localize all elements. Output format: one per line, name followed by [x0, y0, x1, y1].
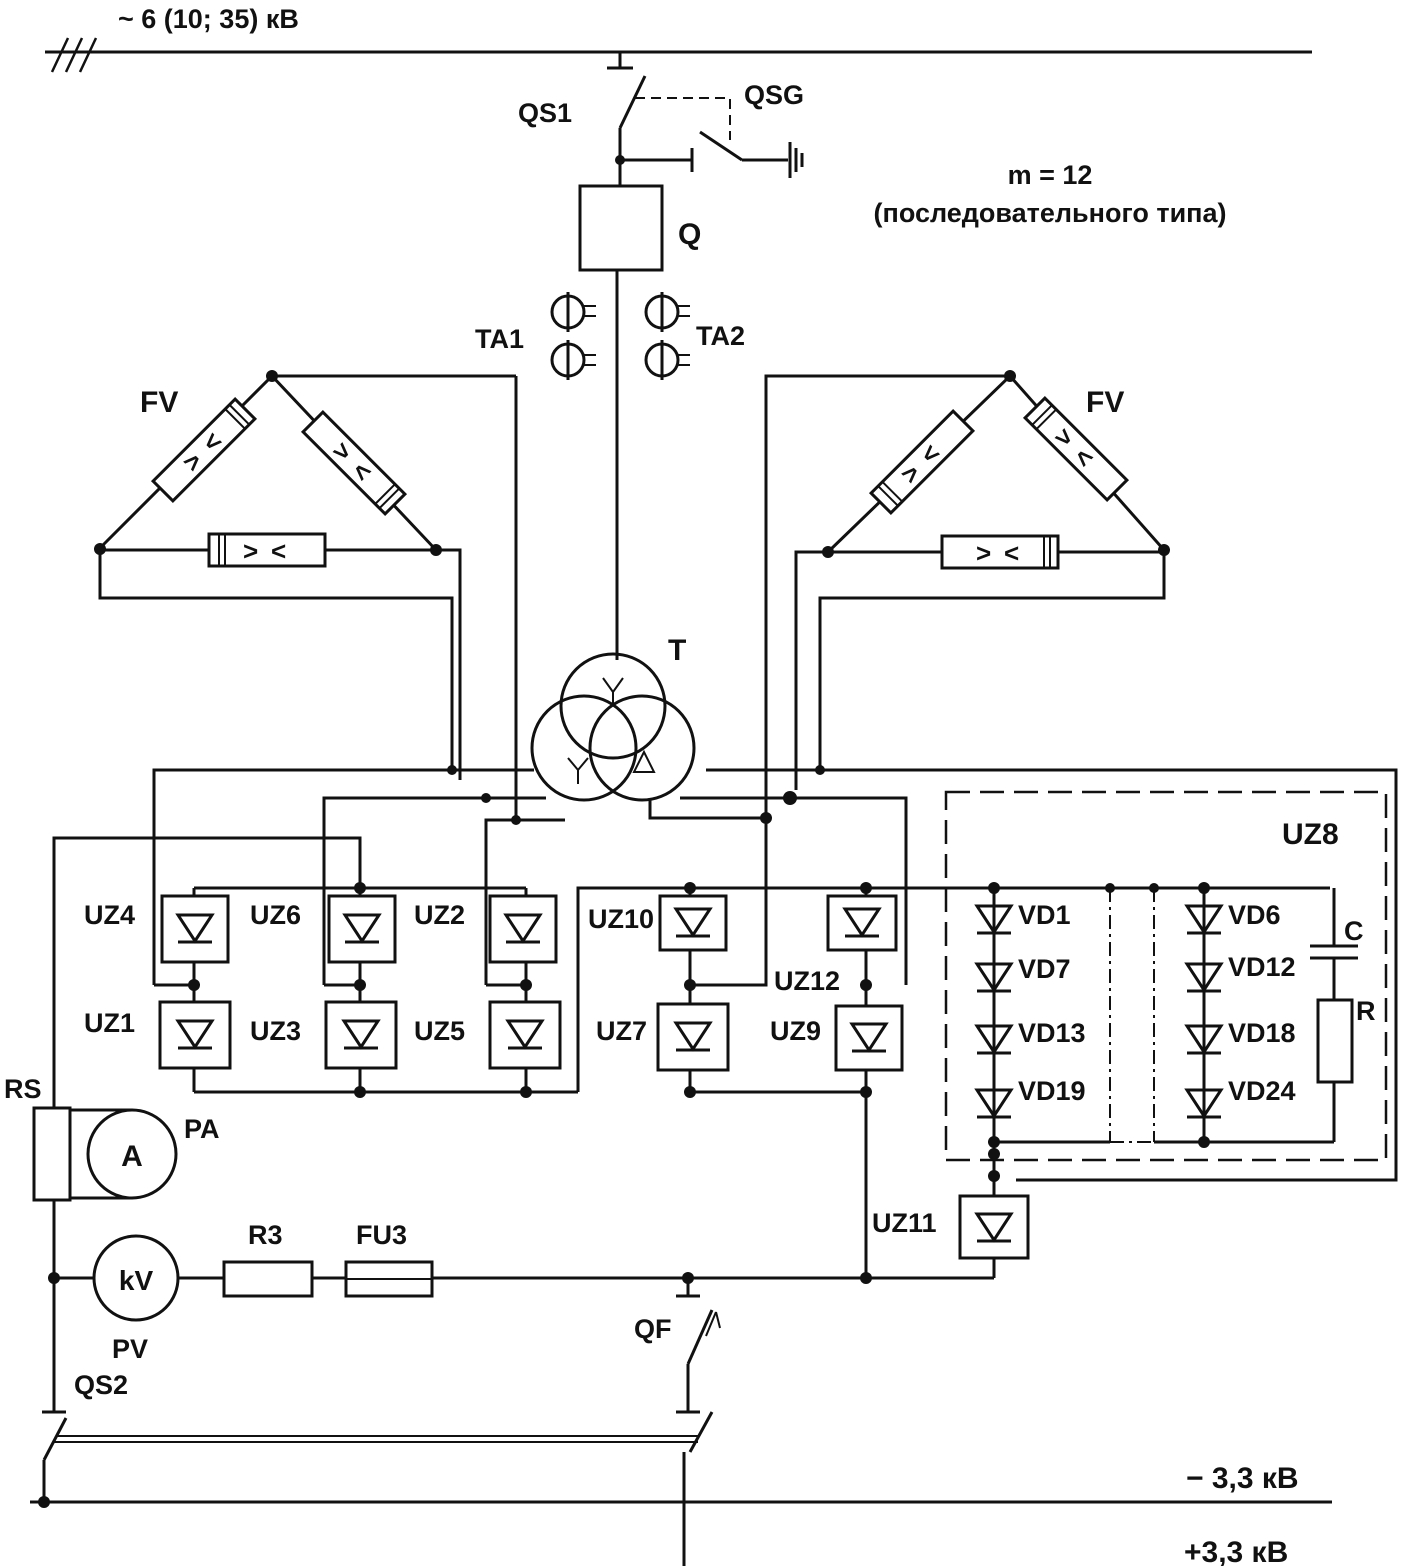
pa-label: PA — [184, 1114, 220, 1144]
secondary-leads — [152, 765, 1398, 1182]
uz3-label: UZ3 — [250, 1016, 301, 1046]
vd24-label: VD24 — [1228, 1076, 1296, 1106]
qsg-earthing-switch — [620, 97, 804, 178]
fv-right-label: FV — [1086, 386, 1124, 419]
uz11-rectifier — [958, 1142, 1030, 1278]
uz8-protection-block — [944, 790, 1388, 1162]
qs2-disconnector — [42, 1404, 714, 1566]
uz6-label: UZ6 — [250, 900, 301, 930]
qsg-label: QSG — [744, 80, 804, 110]
svg-text:>: > — [243, 536, 258, 566]
vd13-label: VD13 — [1018, 1018, 1086, 1048]
uz10-label: UZ10 — [588, 904, 654, 934]
uz11-label: UZ11 — [872, 1208, 937, 1238]
svg-text:<: < — [1004, 538, 1019, 568]
vd1-label: VD1 — [1018, 900, 1071, 930]
uz10-rectifier — [658, 894, 728, 952]
c-label: C — [1344, 916, 1364, 946]
uz6-rectifier — [327, 894, 397, 964]
pa-ammeter: A — [70, 1108, 178, 1200]
minus-bus-label: − 3,3 кВ — [1186, 1462, 1299, 1495]
ammeter-symbol: A — [121, 1140, 143, 1173]
uz7-rectifier — [656, 1002, 730, 1072]
uz9-label: UZ9 — [770, 1016, 821, 1046]
ac-supply-bus — [45, 37, 1312, 73]
vd7-label: VD7 — [1018, 954, 1071, 984]
ta2-label: TA2 — [696, 321, 745, 351]
uz8-label: UZ8 — [1282, 818, 1339, 851]
q-label: Q — [678, 218, 701, 251]
uz4-label: UZ4 — [84, 900, 135, 930]
rs-label: RS — [4, 1074, 42, 1104]
uz12-rectifier — [826, 894, 898, 952]
uz9-rectifier — [834, 1004, 904, 1072]
ta1-current-transformer — [550, 290, 596, 382]
vd19-label: VD19 — [1018, 1076, 1086, 1106]
ta1-label: TA1 — [475, 324, 524, 354]
dc-buses — [30, 1496, 1332, 1508]
uz5-rectifier — [488, 1000, 562, 1070]
pv-label: PV — [112, 1334, 148, 1364]
r3-label: R3 — [248, 1220, 283, 1250]
vd18-label: VD18 — [1228, 1018, 1296, 1048]
qf-label: QF — [634, 1314, 672, 1344]
connection-type-note: (последовательного типа) — [874, 198, 1227, 228]
vd12-label: VD12 — [1228, 952, 1296, 982]
t-label: T — [668, 634, 686, 667]
phase-count-note: m = 12 — [1008, 160, 1093, 190]
ta2-current-transformer — [644, 290, 690, 382]
qs1-disconnector — [607, 52, 647, 186]
uz2-label: UZ2 — [414, 900, 465, 930]
fv-left-surge-arresters: > < > < > < — [94, 370, 518, 820]
r-label: R — [1356, 996, 1376, 1026]
uz4-rectifier — [160, 894, 230, 964]
uz2-rectifier — [488, 894, 558, 964]
vd6-label: VD6 — [1228, 900, 1281, 930]
rs-shunt — [32, 1106, 72, 1404]
fv-left-label: FV — [140, 386, 178, 419]
plus-bus-label: +3,3 кВ — [1184, 1536, 1288, 1566]
voltmeter-symbol: kV — [119, 1265, 154, 1296]
qs1-label: QS1 — [518, 98, 572, 128]
svg-text:>: > — [976, 538, 991, 568]
fu3-label: FU3 — [356, 1220, 407, 1250]
q-circuit-breaker — [578, 184, 664, 272]
supply-voltage-label: ~ 6 (10; 35) кВ — [118, 4, 299, 34]
voltmeter-circuit: kV — [48, 1234, 994, 1322]
uz3-rectifier — [324, 1000, 398, 1070]
t-three-winding-transformer — [530, 652, 696, 802]
uz1-label: UZ1 — [84, 1008, 135, 1038]
qf-breaker — [676, 1278, 721, 1414]
uz7-label: UZ7 — [596, 1016, 647, 1046]
fv-right-surge-arresters: > < > < > < — [764, 370, 1170, 820]
uz1-rectifier — [158, 1000, 232, 1070]
uz5-label: UZ5 — [414, 1016, 465, 1046]
qs2-label: QS2 — [74, 1370, 128, 1400]
uz12-label: UZ12 — [774, 966, 840, 996]
svg-text:<: < — [271, 536, 286, 566]
